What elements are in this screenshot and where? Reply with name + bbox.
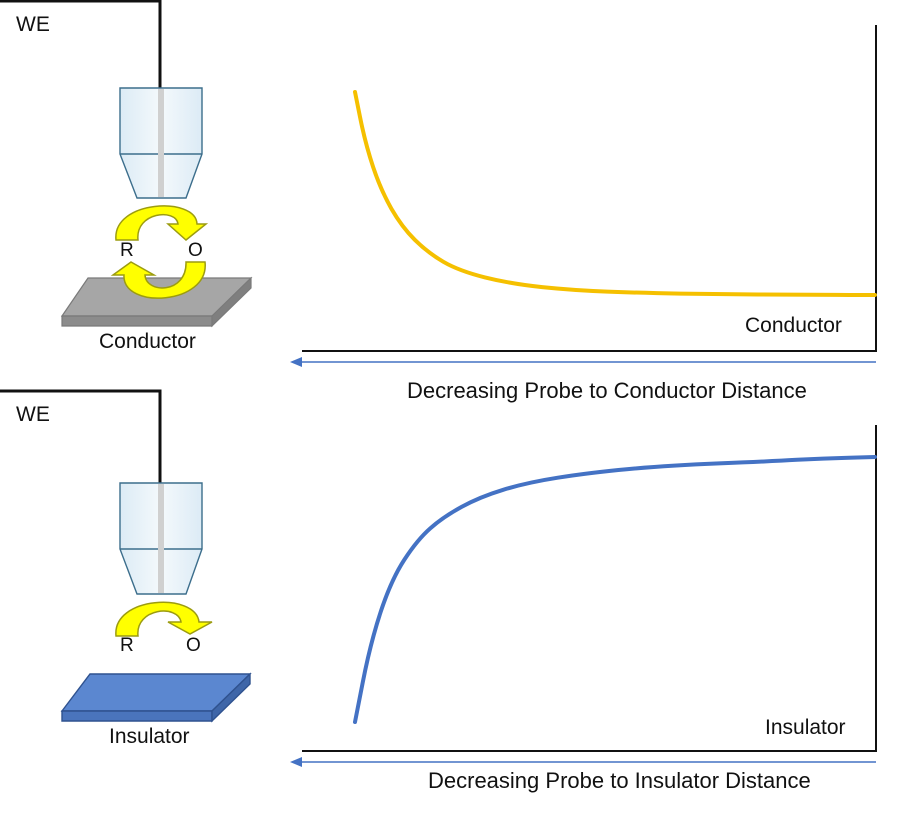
- bottom-distance-arrowhead: [290, 757, 302, 767]
- redox-cycle-arrows: [110, 205, 209, 299]
- species-o-label-bottom: O: [186, 635, 201, 656]
- conductor-substrate-label: Conductor: [99, 330, 196, 353]
- bottom-plot-label: Insulator: [765, 716, 846, 739]
- insulator-substrate-label: Insulator: [109, 725, 190, 748]
- top-plot: [290, 25, 877, 367]
- probe-tip-bottom: [119, 482, 203, 595]
- electrode-wire-bottom: [0, 389, 162, 483]
- probe-tip: [119, 87, 203, 199]
- bottom-panel: [0, 389, 252, 723]
- species-o-label-top: O: [188, 240, 203, 261]
- bottom-plot: [290, 425, 877, 767]
- redox-arrow-bottom: [115, 601, 213, 637]
- top-panel: [0, 0, 253, 328]
- electrode-wire: [0, 0, 162, 88]
- conductor-feedback-curve: [353, 90, 877, 298]
- top-axis-caption: Decreasing Probe to Conductor Distance: [407, 378, 807, 403]
- species-r-label-top: R: [120, 240, 134, 261]
- insulator-feedback-curve: [353, 455, 877, 724]
- we-label-top: WE: [16, 13, 50, 36]
- insulator-substrate: [60, 672, 252, 723]
- conductor-substrate: [60, 276, 253, 328]
- bottom-axis-caption: Decreasing Probe to Insulator Distance: [428, 768, 811, 793]
- top-distance-arrowhead: [290, 357, 302, 367]
- species-r-label-bottom: R: [120, 635, 134, 656]
- we-label-bottom: WE: [16, 403, 50, 426]
- top-plot-label: Conductor: [745, 314, 842, 337]
